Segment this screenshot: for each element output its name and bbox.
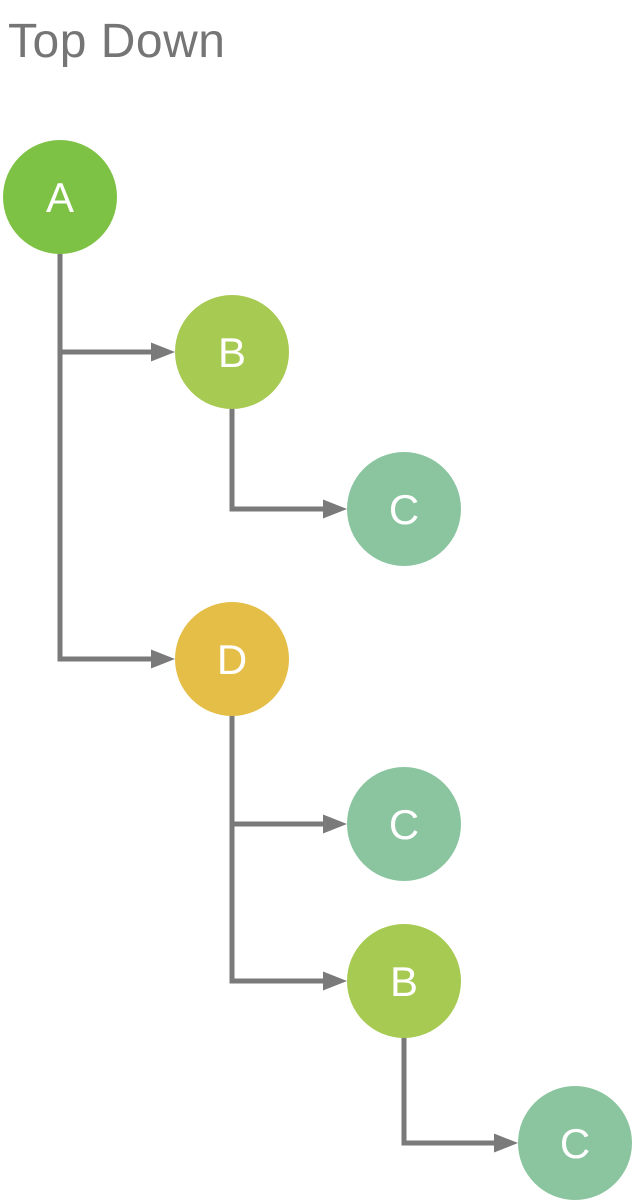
node-circle-C3[interactable] [518, 1086, 632, 1200]
node-B2[interactable]: B [347, 924, 461, 1038]
node-label-C1: C [389, 486, 419, 533]
node-circle-B2[interactable] [347, 924, 461, 1038]
edge-D-B2 [229, 714, 323, 984]
node-circle-C2[interactable] [347, 767, 461, 881]
node-label-B2: B [390, 958, 418, 1005]
node-label-B1: B [218, 329, 246, 376]
node-label-D: D [217, 636, 247, 683]
arrowhead-B1-C1 [323, 499, 347, 519]
node-circle-B1[interactable] [175, 295, 289, 409]
arrowhead-D-C2 [323, 814, 347, 834]
arrowhead-D-B2 [323, 971, 347, 991]
node-B1[interactable]: B [175, 295, 289, 409]
node-label-C3: C [560, 1120, 590, 1167]
node-C2[interactable]: C [347, 767, 461, 881]
node-label-A: A [46, 174, 74, 221]
edge-A-B1 [57, 252, 151, 355]
arrowhead-B2-C3 [494, 1133, 518, 1153]
diagram-title: Top Down [8, 15, 226, 68]
node-circle-A[interactable] [3, 140, 117, 254]
edge-D-C2 [229, 714, 323, 827]
node-A[interactable]: A [3, 140, 117, 254]
edge-A-D [57, 252, 151, 662]
node-label-C2: C [389, 801, 419, 848]
node-circle-C1[interactable] [347, 452, 461, 566]
node-D[interactable]: D [175, 602, 289, 716]
node-C1[interactable]: C [347, 452, 461, 566]
edge-B1-C1 [229, 407, 323, 512]
arrowhead-A-B1 [151, 342, 175, 362]
node-C3[interactable]: C [518, 1086, 632, 1200]
node-circle-D[interactable] [175, 602, 289, 716]
edge-B2-C3 [401, 1036, 494, 1146]
arrowhead-A-D [151, 649, 175, 669]
